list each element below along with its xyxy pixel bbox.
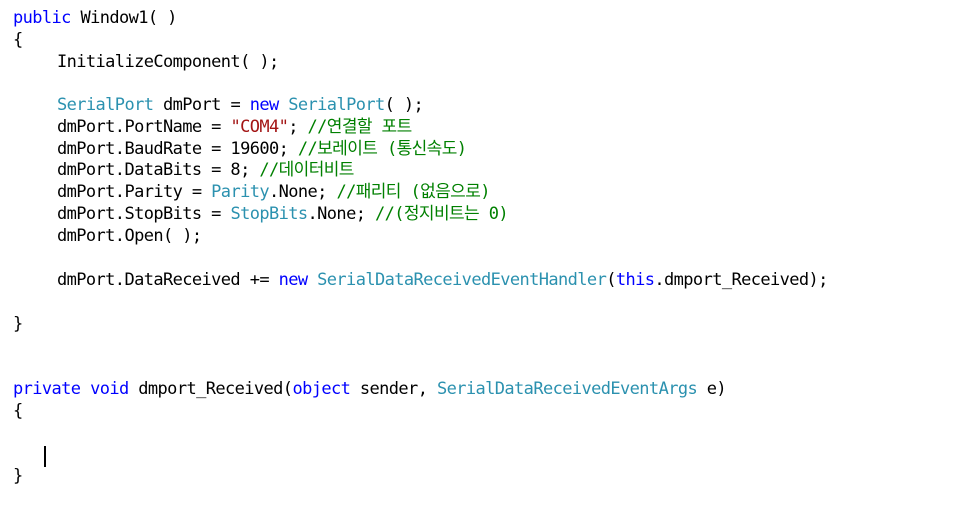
semicolon: ; bbox=[288, 117, 308, 137]
type-parity: Parity bbox=[211, 182, 269, 202]
databits-assignment: dmPort.DataBits = 8; bbox=[57, 160, 260, 180]
keyword-this: this bbox=[615, 270, 655, 290]
baudrate-assignment: dmPort.BaudRate = 19600; bbox=[57, 139, 298, 159]
code-line-open: dmPort.Open( ); bbox=[13, 226, 202, 247]
space bbox=[279, 95, 289, 115]
portname-assignment: dmPort.PortName = bbox=[57, 117, 231, 137]
code-line-serialport-declaration: SerialPort dmPort = new SerialPort( ); bbox=[13, 95, 424, 116]
code-line-method-close-brace: } bbox=[13, 466, 23, 487]
keyword-void: void bbox=[90, 379, 129, 399]
type-serialport: SerialPort bbox=[57, 95, 154, 115]
open-paren: ( bbox=[606, 270, 616, 290]
parameter-sender: sender, bbox=[350, 379, 437, 399]
code-line-open-brace: { bbox=[13, 30, 23, 51]
comment-stopbits: //(정지비트는 0) bbox=[374, 204, 509, 224]
constructor-call-end: ( ); bbox=[384, 95, 424, 115]
type-serialport-constructor: SerialPort bbox=[288, 95, 385, 115]
keyword-private: private bbox=[13, 379, 81, 399]
handler-reference: .dmport_Received); bbox=[654, 270, 828, 290]
initialize-component-call: InitializeComponent( ); bbox=[57, 52, 279, 72]
parity-assignment: dmPort.Parity = bbox=[57, 182, 212, 202]
comment-baudrate: //보레이트 (통신속도) bbox=[297, 139, 467, 159]
keyword-public: public bbox=[13, 8, 71, 28]
open-call: dmPort.Open( ); bbox=[57, 226, 202, 246]
code-line-stopbits: dmPort.StopBits = StopBits.None; //(정지비트… bbox=[13, 204, 509, 225]
comment-databits: //데이터비트 bbox=[259, 160, 354, 180]
open-brace: { bbox=[13, 30, 23, 50]
keyword-new: new bbox=[278, 270, 309, 290]
parameter-e: e) bbox=[697, 379, 727, 399]
type-serialdatareceivedeventargs: SerialDataReceivedEventArgs bbox=[436, 379, 698, 399]
code-line-baudrate: dmPort.BaudRate = 19600; //보레이트 (통신속도) bbox=[13, 139, 467, 160]
stopbits-assignment: dmPort.StopBits = bbox=[57, 204, 231, 224]
code-line-method-open-brace: { bbox=[13, 401, 23, 422]
type-stopbits: StopBits bbox=[230, 204, 308, 224]
code-line-portname: dmPort.PortName = "COM4"; //연결할 포트 bbox=[13, 117, 412, 138]
comment-parity: //패리티 (없음으로) bbox=[336, 182, 490, 202]
comment-port: //연결할 포트 bbox=[307, 117, 413, 137]
code-line-databits: dmPort.DataBits = 8; //데이터비트 bbox=[13, 160, 354, 181]
keyword-object: object bbox=[292, 379, 351, 399]
constructor-name: Window1( ) bbox=[70, 8, 177, 28]
code-line-close-brace: } bbox=[13, 314, 23, 335]
code-line-parity: dmPort.Parity = Parity.None; //패리티 (없음으로… bbox=[13, 182, 491, 203]
text-caret bbox=[44, 446, 46, 467]
code-line-datareceived: dmPort.DataReceived += new SerialDataRec… bbox=[13, 270, 828, 291]
string-literal-com4: "COM4" bbox=[230, 117, 289, 137]
space bbox=[308, 270, 318, 290]
close-brace: } bbox=[13, 466, 23, 486]
method-name: dmport_Received( bbox=[128, 379, 293, 399]
declaration-text: dmPort = bbox=[153, 95, 250, 115]
space bbox=[80, 379, 90, 399]
stopbits-none: .None; bbox=[307, 204, 375, 224]
close-brace: } bbox=[13, 314, 23, 334]
code-line-initialize-component: InitializeComponent( ); bbox=[13, 52, 279, 73]
keyword-new: new bbox=[249, 95, 280, 115]
code-line-constructor-signature: public Window1( ) bbox=[13, 8, 177, 29]
code-line-method-signature: private void dmport_Received(object send… bbox=[13, 379, 727, 400]
datareceived-subscribe: dmPort.DataReceived += bbox=[57, 270, 279, 290]
open-brace: { bbox=[13, 401, 23, 421]
type-serialdatareceivedeventhandler: SerialDataReceivedEventHandler bbox=[317, 270, 607, 290]
parity-none: .None; bbox=[268, 182, 337, 202]
